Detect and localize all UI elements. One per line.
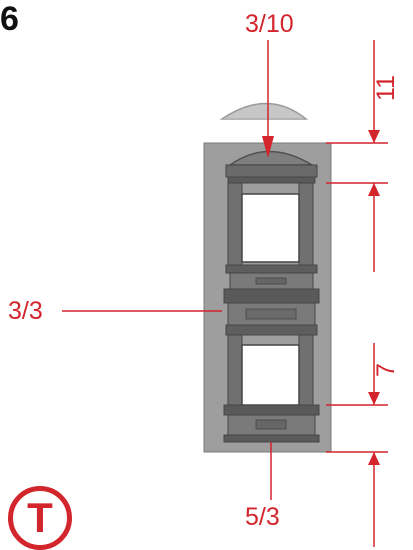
window-frame bbox=[223, 150, 320, 443]
t-logo-letter: T bbox=[27, 494, 53, 541]
dim-bottom-value: 7 bbox=[372, 363, 400, 377]
loose-top-pediment bbox=[219, 102, 309, 120]
step-number: 6 bbox=[0, 0, 19, 38]
lower-window-opening bbox=[241, 344, 300, 406]
upper-window-opening bbox=[241, 193, 300, 263]
dim-top-value: 11 bbox=[372, 75, 400, 101]
annotation-lines bbox=[62, 40, 388, 547]
label-top-part: 3/10 bbox=[245, 10, 294, 38]
label-side-part: 3/3 bbox=[8, 297, 43, 325]
t-logo: T bbox=[8, 486, 72, 550]
label-bottom-part: 5/3 bbox=[245, 503, 280, 531]
